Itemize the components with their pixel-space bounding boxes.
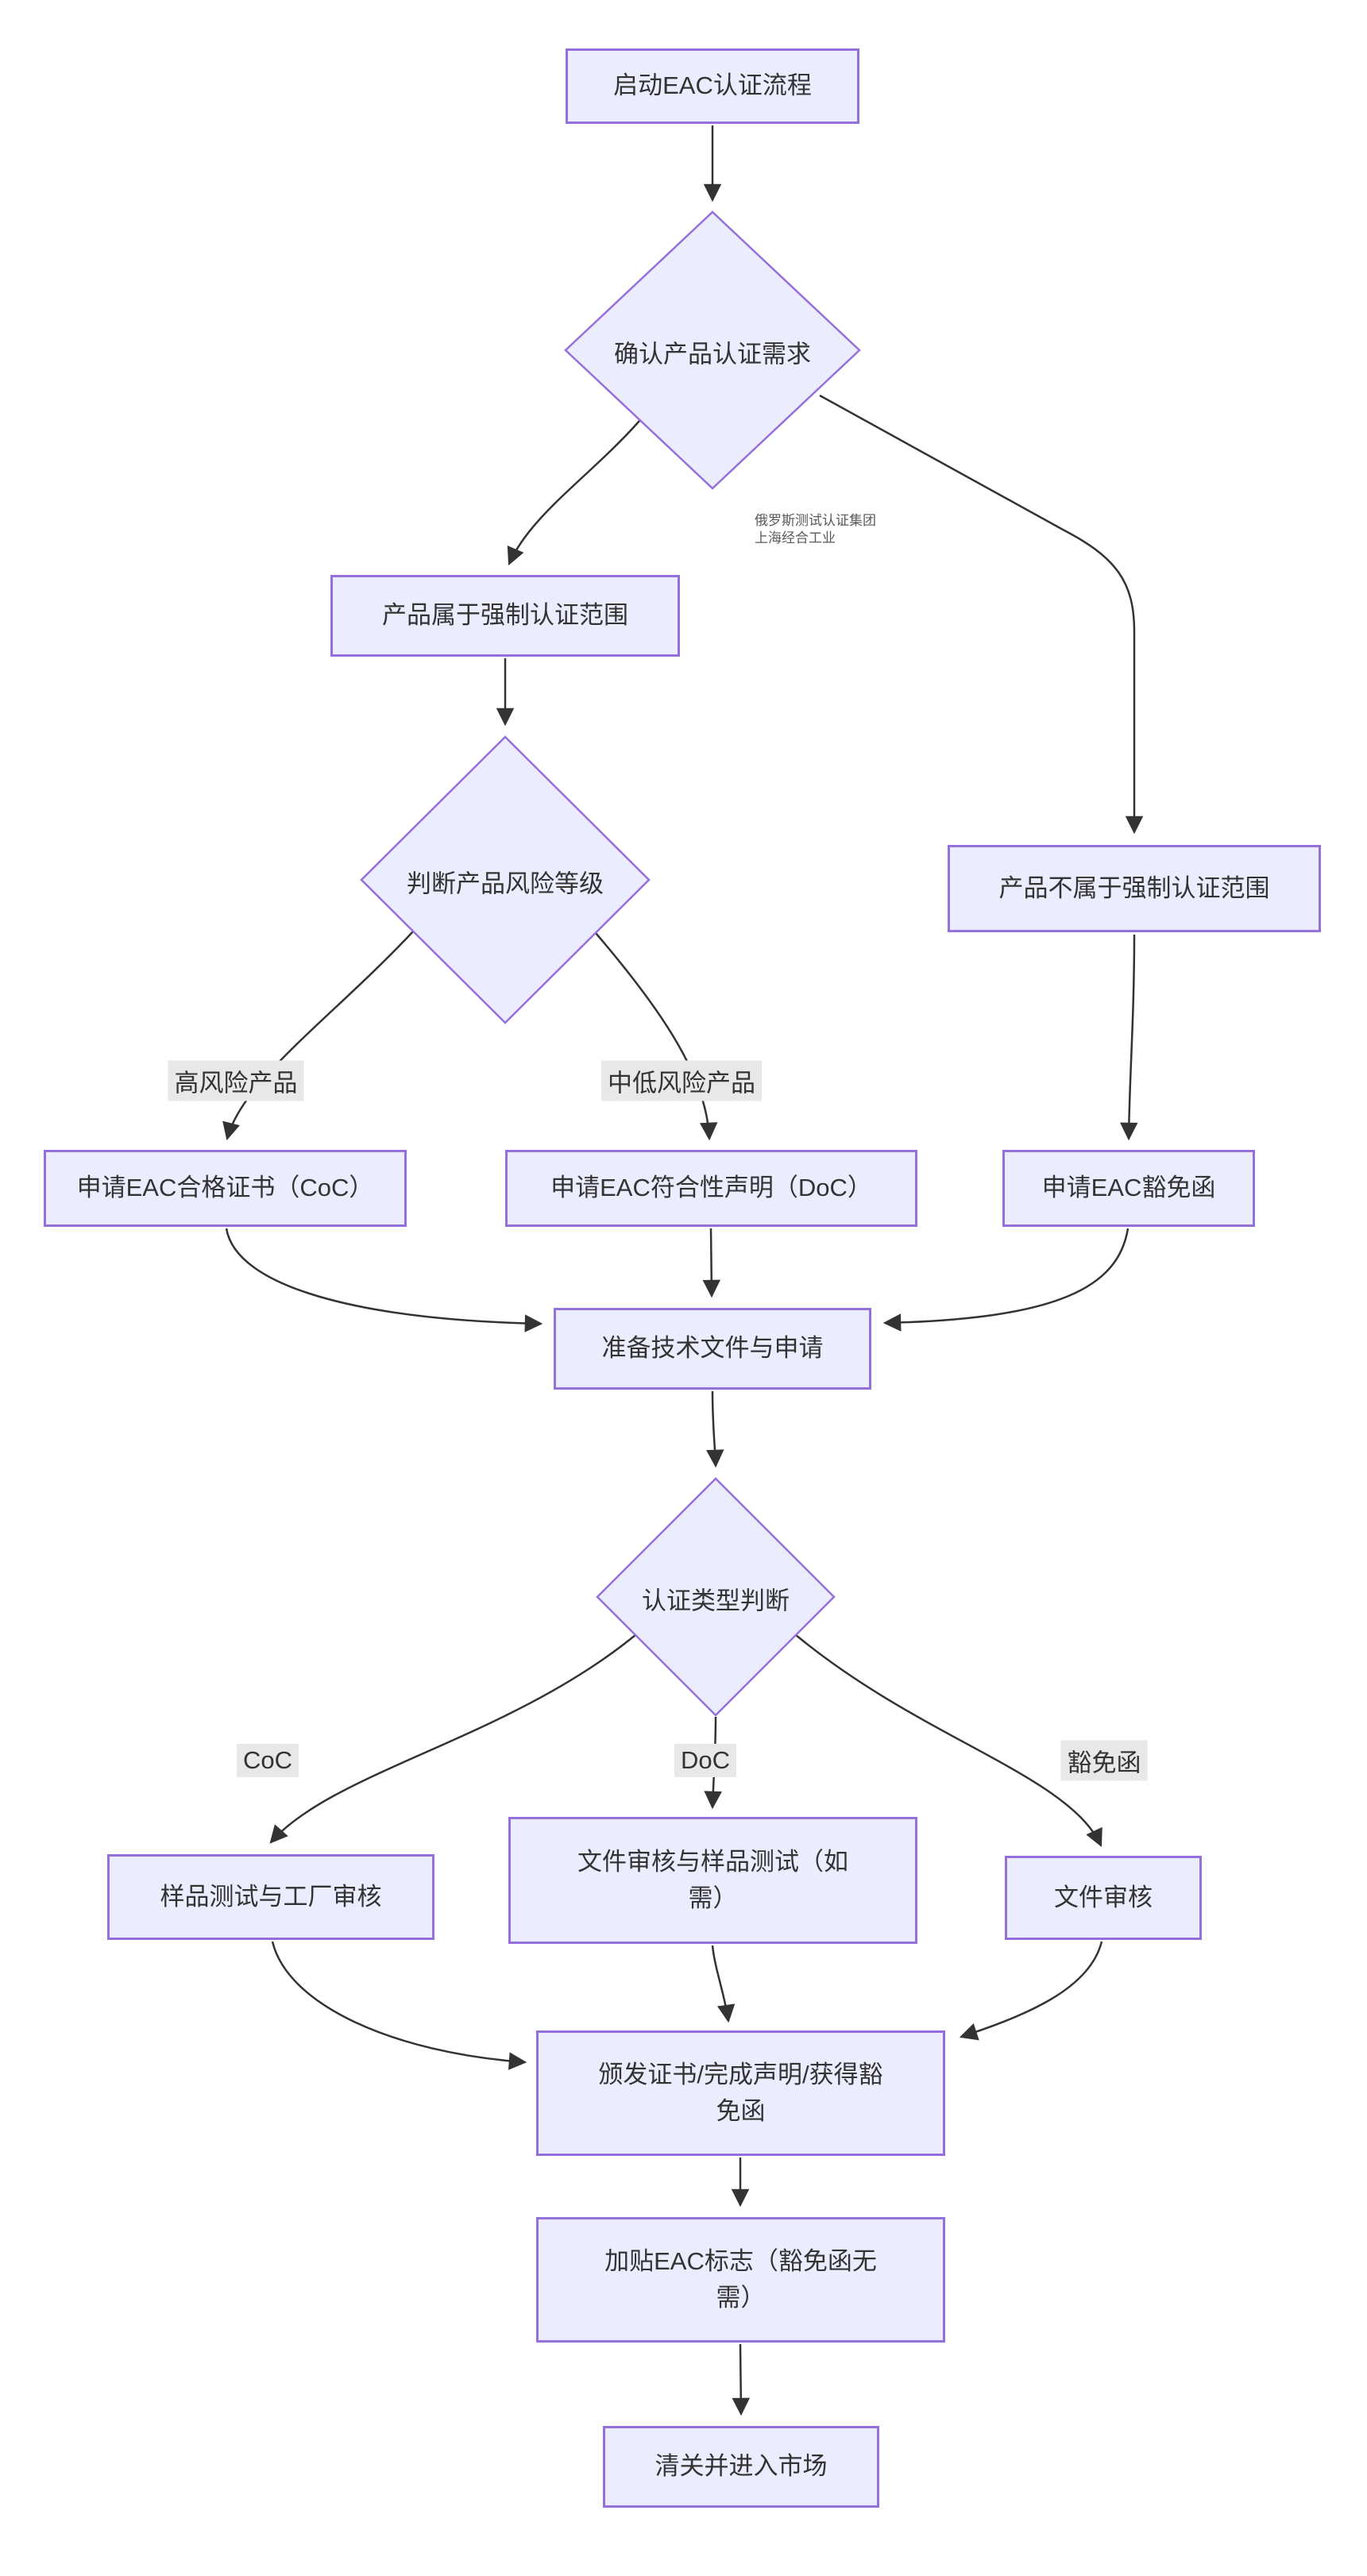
decision-confirm-need-shape: [564, 210, 861, 490]
edge-docreviewsample-to-issue: [711, 1945, 736, 2023]
node-in-scope: 产品属于强制认证范围: [330, 575, 680, 657]
node-apply-exemption: 申请EAC豁免函: [1002, 1150, 1255, 1227]
edge-label-mid-low-risk: 中低风险产品: [601, 1060, 762, 1101]
edge-mark-to-customs: [732, 2343, 751, 2416]
node-doc-review-sample: 文件审核与样品测试（如需）: [508, 1817, 917, 1944]
edge-exemption-to-prepare: [882, 1228, 1130, 1332]
edge-doc-to-prepare: [702, 1228, 721, 1298]
node-in-scope-label: 产品属于强制认证范围: [382, 601, 628, 630]
edge-label-high-risk: 高风险产品: [168, 1060, 304, 1101]
node-apply-doc: 申请EAC符合性声明（DoC）: [505, 1150, 917, 1227]
edge-confirm-to-inscope: [507, 420, 640, 566]
edge-label-coc: CoC: [236, 1744, 299, 1777]
node-out-scope-label: 产品不属于强制认证范围: [998, 873, 1270, 902]
node-apply-doc-label: 申请EAC符合性声明（DoC）: [550, 1174, 872, 1202]
node-mark-label: 加贴EAC标志（豁免函无需）: [604, 2246, 877, 2312]
node-mark: 加贴EAC标志（豁免函无需）: [536, 2217, 945, 2343]
edge-outscope-to-exemption: [1120, 934, 1138, 1141]
edge-risk-to-coc: [222, 931, 414, 1141]
edge-label-exemption: 豁免函: [1060, 1740, 1148, 1781]
edge-label-doc: DoC: [674, 1744, 737, 1777]
edge-sampletest-to-issue: [271, 1941, 527, 2070]
node-start-label: 启动EAC认证流程: [613, 71, 812, 100]
edge-certtype-to-sampletest: [269, 1634, 636, 1844]
watermark-line1: 俄罗斯测试认证集团: [755, 513, 876, 528]
decision-risk-level-shape: [360, 735, 651, 1024]
node-prepare-docs-label: 准备技术文件与申请: [601, 1334, 824, 1363]
decision-cert-type-shape: [596, 1477, 836, 1717]
edge-coc-to-prepare: [225, 1228, 543, 1332]
node-sample-test-audit-label: 样品测试与工厂审核: [160, 1882, 382, 1911]
watermark: 俄罗斯测试认证集团 上海经合工业: [755, 512, 876, 547]
node-customs: 清关并进入市场: [603, 2426, 879, 2508]
edge-docreview-to-issue: [959, 1941, 1103, 2041]
node-sample-test-audit: 样品测试与工厂审核: [107, 1854, 434, 1940]
decision-risk-level-label: 判断产品风险等级: [407, 870, 604, 898]
node-issue: 颁发证书/完成声明/获得豁免函: [536, 2030, 945, 2156]
edge-confirm-to-outscope: [819, 394, 1144, 835]
node-doc-review-label: 文件审核: [1054, 1883, 1153, 1911]
node-apply-coc: 申请EAC合格证书（CoC）: [44, 1150, 407, 1227]
edge-prepare-to-certtype: [706, 1390, 724, 1468]
decision-cert-type-label: 认证类型判断: [642, 1587, 790, 1615]
edge-certtype-to-docreview: [795, 1634, 1102, 1848]
node-issue-label: 颁发证书/完成声明/获得豁免函: [598, 2060, 883, 2126]
node-start: 启动EAC认证流程: [566, 48, 859, 124]
node-out-scope: 产品不属于强制认证范围: [948, 845, 1321, 932]
node-prepare-docs: 准备技术文件与申请: [554, 1308, 871, 1390]
watermark-line2: 上海经合工业: [755, 530, 836, 546]
decision-confirm-need-label: 确认产品认证需求: [614, 340, 811, 368]
node-apply-coc-label: 申请EAC合格证书（CoC）: [76, 1174, 374, 1202]
node-apply-exemption-label: 申请EAC豁免函: [1041, 1174, 1216, 1202]
node-doc-review: 文件审核: [1005, 1856, 1202, 1940]
node-customs-label: 清关并进入市场: [655, 2452, 828, 2481]
node-doc-review-sample-label: 文件审核与样品测试（如需）: [577, 1847, 848, 1913]
edge-risk-to-doc: [595, 932, 718, 1141]
